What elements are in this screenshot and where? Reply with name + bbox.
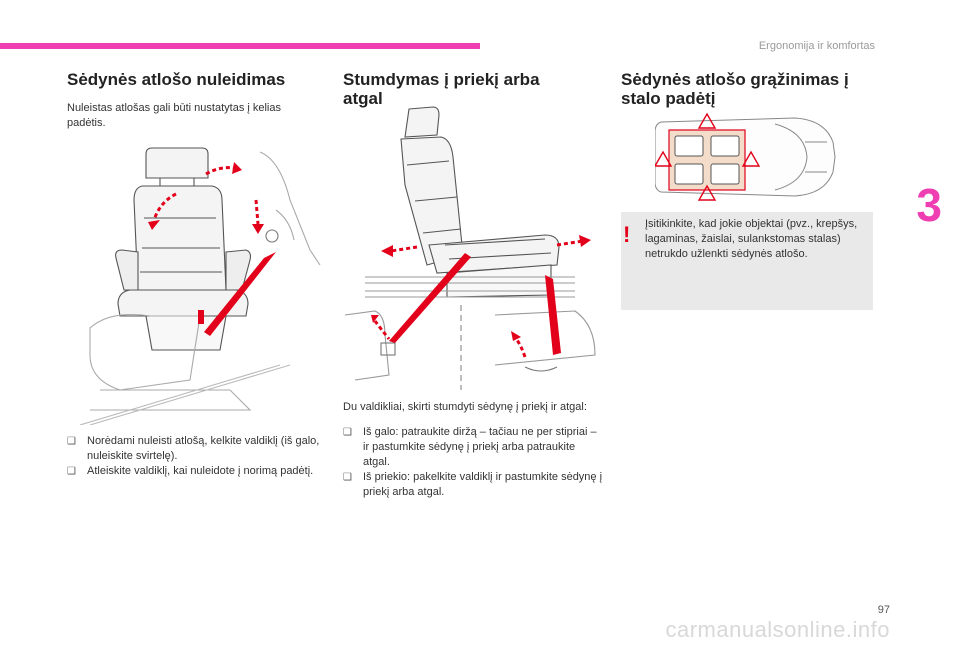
page-number: 97: [877, 604, 890, 616]
section-middle: Stumdymas į priekį arba atgal: [343, 70, 573, 108]
section-middle-body: Du valdikliai, skirti stumdyti sėdynę į …: [343, 400, 603, 500]
list-item: ❑ Atleiskite valdiklį, kai nuleidote į n…: [67, 465, 314, 477]
warning-text: Įsitikinkite, kad jokie objektai (pvz., …: [645, 218, 858, 260]
section-left-steps: ❑ Norėdami nuleisti atlošą, kelkite vald…: [67, 434, 322, 479]
section-left-intro: Nuleistas atlošas gali būti nustatytas į…: [67, 102, 281, 129]
list-item: ❑ Norėdami nuleisti atlošą, kelkite vald…: [67, 435, 320, 462]
exclamation-icon: !: [623, 222, 631, 247]
list-item: ❑ Iš galo: patraukite diržą – tačiau ne …: [343, 426, 597, 468]
watermark: carmanualsonline.info: [665, 617, 890, 642]
list-item: ❑ Iš priekio: pakelkite valdiklį ir past…: [343, 471, 603, 498]
section-middle-title: Stumdymas į priekį arba atgal: [343, 70, 540, 108]
header-accent-bar: [0, 43, 480, 49]
vehicle-seat-layout-diagram: [655, 112, 836, 201]
warning-notice: ! Įsitikinkite, kad jokie objektai (pvz.…: [621, 212, 873, 310]
seat-recline-illustration: [80, 147, 321, 425]
section-left-title: Sėdynės atlošo nuleidimas: [67, 70, 286, 89]
section-left: Sėdynės atlošo nuleidimas Nuleistas atlo…: [67, 70, 322, 131]
seat-slide-illustration: [345, 106, 596, 390]
running-title: Ergonomija ir komfortas: [758, 40, 875, 52]
section-middle-intro: Du valdikliai, skirti stumdyti sėdynę į …: [343, 401, 587, 413]
chapter-number: 3: [916, 179, 942, 231]
section-right: Sėdynės atlošo grąžinimas į stalo padėtį: [621, 70, 871, 108]
section-right-title: Sėdynės atlošo grąžinimas į stalo padėtį: [621, 70, 849, 108]
